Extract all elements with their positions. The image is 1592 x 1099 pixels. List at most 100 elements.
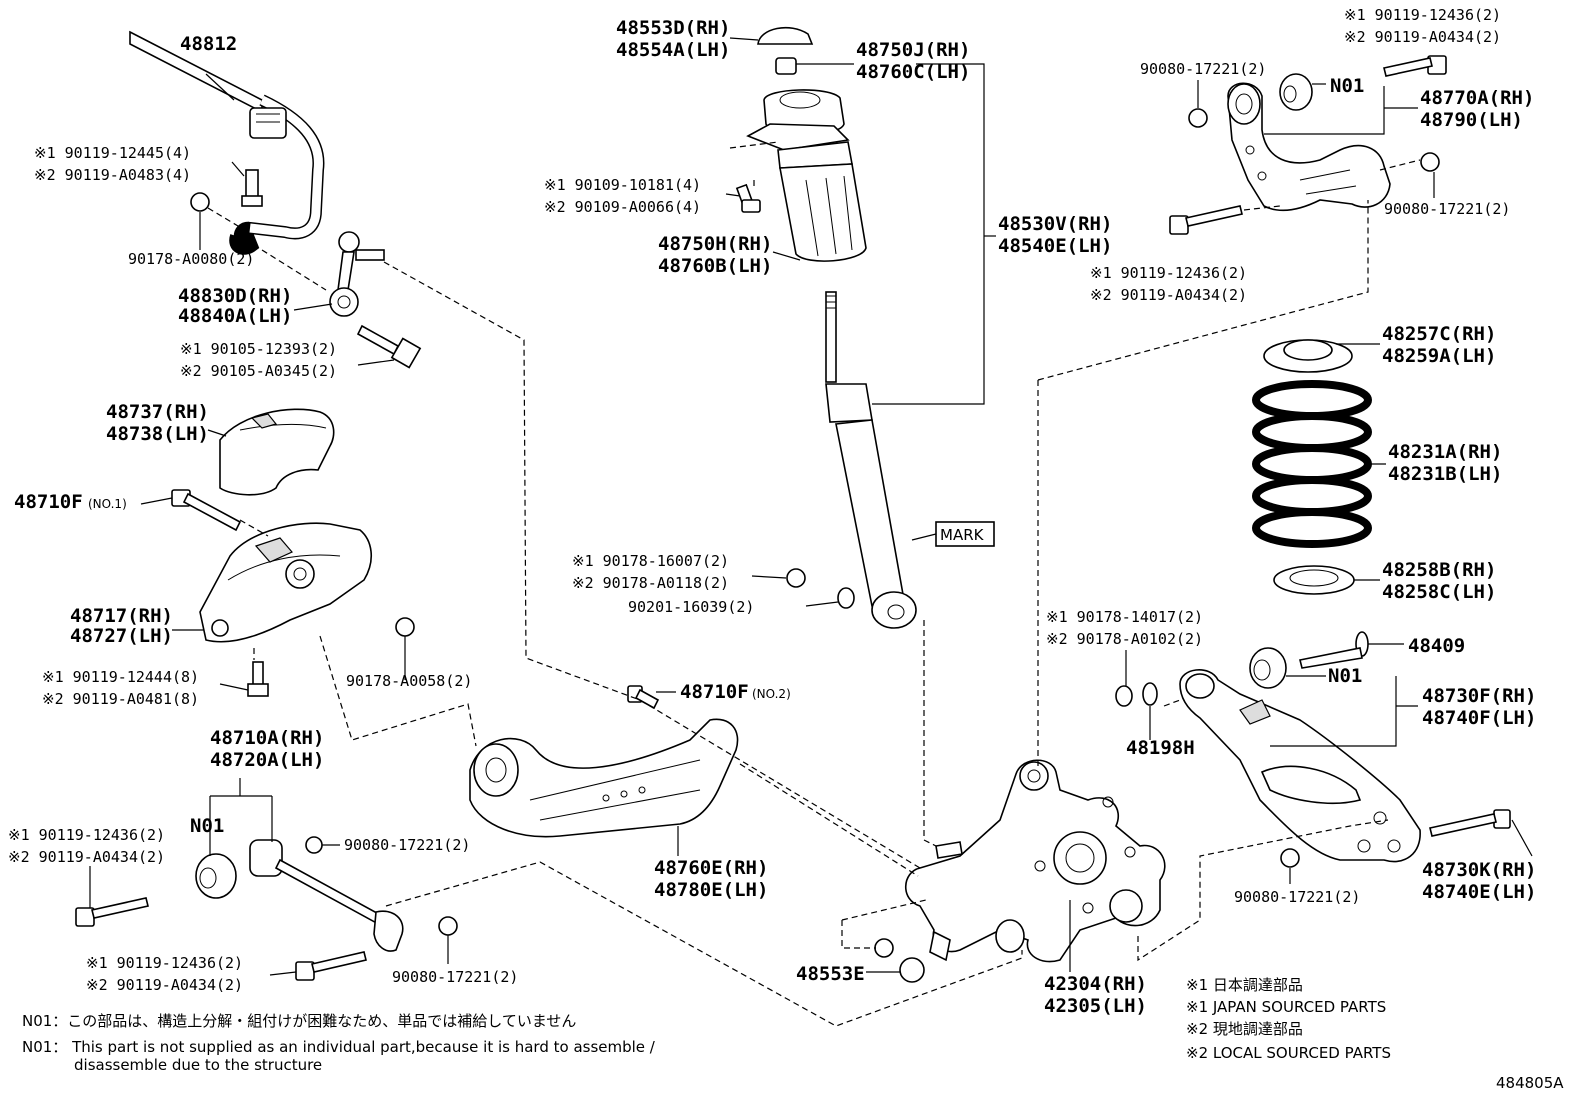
label-48710F-no2-tag: (NO.2) [752,687,791,701]
washer-90201-16039-drawing [837,587,855,609]
label-48554A: 48554A(LH) [616,39,730,61]
lower-arm-48730F-drawing [1179,669,1421,863]
assembly-dashed-lines [207,141,1421,1027]
label-48737: 48737(RH) [106,401,209,423]
label-48198H: 48198H [1126,737,1195,759]
label-90178-A0102: ※2 90178-A0102(2) [1046,630,1203,648]
nut-90080-17221-e-drawing [1280,848,1300,868]
label-48258C: 48258C(LH) [1382,581,1496,603]
leader-lines [89,37,1533,976]
cap-48553D-drawing [757,26,814,45]
upper-support-48750H-drawing [746,89,867,262]
label-48530V: 48530V(RH) [998,213,1112,235]
label-90119-A0434-c: ※2 90119-A0434(2) [1344,28,1501,46]
mark-box [935,521,995,547]
label-48730K: 48730K(RH) [1422,859,1536,881]
label-48740E: 48740E(LH) [1422,881,1536,903]
label-48710F-no2: 48710F [680,681,749,703]
label-48259A: 48259A(LH) [1382,345,1496,367]
sourcing-legend: ※1 日本調達部品 ※1 JAPAN SOURCED PARTS ※2 現地調達… [1186,976,1391,1062]
label-90119-12436-b: ※1 90119-12436(2) [86,954,243,972]
label-90105-A0345: ※2 90105-A0345(2) [180,362,337,380]
label-90119-12436-d: ※1 90119-12436(2) [1090,264,1247,282]
label-90178-16007: ※1 90178-16007(2) [572,552,729,570]
label-90178-14017: ※1 90178-14017(2) [1046,608,1203,626]
label-90105-12393: ※1 90105-12393(2) [180,340,337,358]
label-90119-12445: ※1 90119-12445(4) [34,144,191,162]
label-48553D: 48553D(RH) [616,17,730,39]
label-48770A: 48770A(RH) [1420,87,1534,109]
label-90201-16039: 90201-16039(2) [628,598,754,616]
legend-japan-sourced-en: ※1 JAPAN SOURCED PARTS [1186,998,1386,1016]
bushing-N01-upper-drawing [1279,73,1313,111]
note-n01-japanese: N01：この部品は、構造上分解・組付けが困難なため、単品では補給していません [22,1012,576,1030]
figure-id: 484805A [1496,1074,1564,1092]
label-90109-A0066: ※2 90109-A0066(4) [544,198,701,216]
bolt-90105-drawing [356,324,422,369]
legend-local-sourced-en: ※2 LOCAL SOURCED PARTS [1186,1044,1391,1062]
label-48740F: 48740F(LH) [1422,707,1536,729]
legend-local-sourced-jp: ※2 現地調達部品 [1186,1020,1303,1038]
label-90119-12444: ※1 90119-12444(8) [42,668,199,686]
spring-seat-48258B-drawing [1273,565,1355,595]
nut-48750J-drawing [775,57,797,75]
bracket-48717-drawing [199,522,372,643]
coil-spring-48231A-drawing [1252,380,1372,548]
label-48790: 48790(LH) [1420,109,1523,131]
nut-90080-17221-b-drawing [438,916,458,936]
stabilizer-link-drawing [329,231,385,317]
spring-seat-48257C-drawing [1263,339,1353,373]
label-48830D: 48830D(RH) [178,285,292,307]
label-48720A: 48720A(LH) [210,749,324,771]
label-42304: 42304(RH) [1044,973,1147,995]
shock-absorber-48530V-drawing [825,291,917,629]
label-48840A: 48840A(LH) [178,305,292,327]
bolt-48409-drawing [1299,631,1369,669]
bushing-N01-left-drawing [195,853,237,899]
footnotes: N01：この部品は、構造上分解・組付けが困難なため、単品では補給していません N… [22,1012,656,1074]
nut-48553E-b-drawing [899,957,925,983]
label-48812: 48812 [180,33,237,55]
stabilizer-bar-drawing [129,30,325,255]
label-48717: 48717(RH) [70,605,173,627]
label-90119-A0434-b: ※2 90119-A0434(2) [86,976,243,994]
label-90080-17221-c: 90080-17221(2) [1140,60,1266,78]
label-42305: 42305(LH) [1044,995,1147,1017]
label-90119-A0481: ※2 90119-A0481(8) [42,690,199,708]
bolt-90119-12436-a-drawing [75,897,149,927]
label-48750J: 48750J(RH) [856,39,970,61]
nut-90178-14017-drawing [1115,685,1133,707]
label-90080-17221-b: 90080-17221(2) [392,968,518,986]
bolt-48730K-drawing [1429,809,1511,837]
label-48231B: 48231B(LH) [1388,463,1502,485]
label-48231A: 48231A(RH) [1388,441,1502,463]
nut-90080-17221-a-drawing [305,836,323,854]
label-90178-A0118: ※2 90178-A0118(2) [572,574,729,592]
label-48760B: 48760B(LH) [658,255,772,277]
knuckle-42304-drawing [905,759,1166,963]
label-90109-10181: ※1 90109-10181(4) [544,176,701,194]
label-48540E: 48540E(LH) [998,235,1112,257]
label-48710A: 48710A(RH) [210,727,324,749]
bolt-90119-12436-c-drawing [1383,55,1447,77]
legend-japan-sourced-jp: ※1 日本調達部品 [1186,976,1303,994]
label-48760E: 48760E(RH) [654,857,768,879]
label-48738: 48738(LH) [106,423,209,445]
part-labels: 48812 ※1 90119-12445(4) ※2 90119-A0483(4… [8,6,1536,1017]
label-48750H: 48750H(RH) [658,233,772,255]
label-90080-17221-a: 90080-17221(2) [344,836,470,854]
label-N01-upper: N01 [1330,75,1364,97]
bushing-N01-lower-drawing [1249,647,1287,689]
bolt-48710F-no1-drawing [171,489,242,532]
label-90080-17221-d: 90080-17221(2) [1384,200,1510,218]
label-90119-A0434-a: ※2 90119-A0434(2) [8,848,165,866]
label-90119-12436-a: ※1 90119-12436(2) [8,826,165,844]
upper-arm-48770A-drawing [1227,82,1391,212]
label-48727: 48727(LH) [70,625,173,647]
label-48730F: 48730F(RH) [1422,685,1536,707]
label-48710F-no1: 48710F [14,491,83,513]
label-48760C: 48760C(LH) [856,61,970,83]
nut-90178-16007-drawing [786,568,806,588]
trailing-arm-48760E-drawing [469,718,739,838]
label-90119-A0483: ※2 90119-A0483(4) [34,166,191,184]
